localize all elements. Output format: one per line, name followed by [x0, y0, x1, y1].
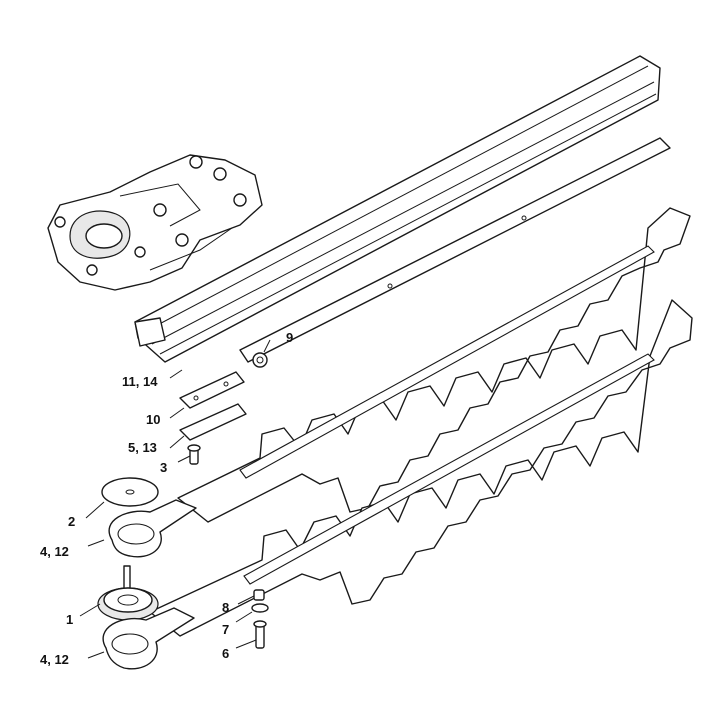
callout-10: 10: [146, 412, 160, 427]
callout-1: 1: [66, 612, 73, 627]
screw-3: [187, 444, 201, 465]
connecting-link-top: [108, 499, 197, 558]
connecting-link-bottom: [102, 607, 195, 670]
washer-7: [251, 603, 269, 613]
lower-cutter-blade: [149, 299, 693, 637]
callout-4-12-top: 4, 12: [40, 544, 69, 559]
spacer-plate: [179, 403, 247, 441]
guide-strip: [239, 137, 671, 363]
leader-lines: [79, 339, 271, 659]
gearbox-housing: [47, 154, 263, 291]
callout-2: 2: [68, 514, 75, 529]
screw-6: [253, 620, 267, 649]
sleeve-8: [253, 589, 265, 601]
nut-9: [252, 352, 268, 368]
upper-cutter-blade: [177, 207, 691, 523]
callout-3: 3: [160, 460, 167, 475]
callout-4-12-bottom: 4, 12: [40, 652, 69, 667]
callout-11-14: 11, 14: [122, 374, 158, 389]
gear-1: [97, 565, 159, 621]
stiffener-plate: [179, 371, 245, 409]
blade-guard: [134, 55, 661, 363]
callout-7: 7: [222, 622, 229, 637]
callout-6: 6: [222, 646, 229, 661]
callout-9: 9: [286, 330, 293, 345]
washer-2: [101, 477, 159, 507]
callout-8: 8: [222, 600, 229, 615]
callout-5-13: 5, 13: [128, 440, 157, 455]
